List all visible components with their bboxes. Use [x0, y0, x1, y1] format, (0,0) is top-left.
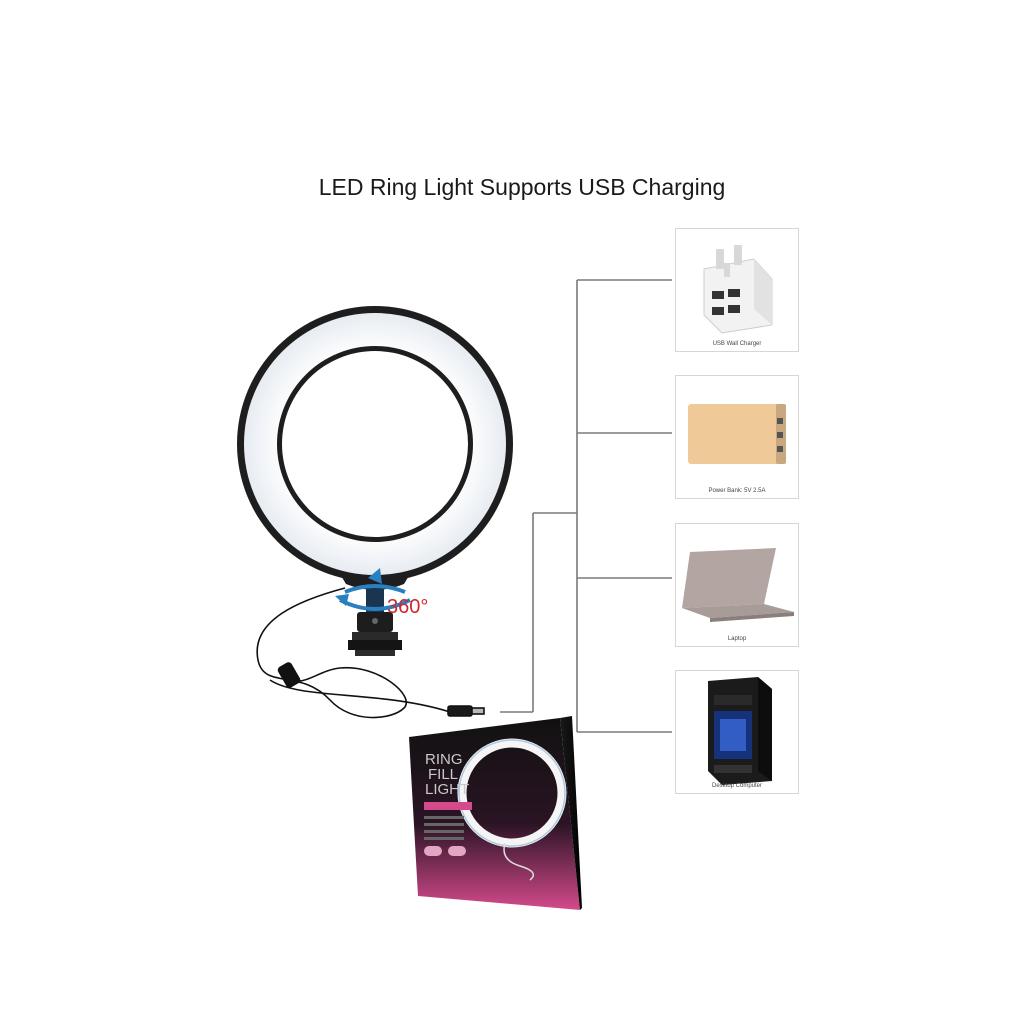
device-caption: Power Bank: 5V 2.5A	[708, 488, 766, 494]
package-title-line-3: LIGHT	[425, 781, 470, 798]
device-card-usb-wall-charger: USB Wall Charger	[675, 228, 799, 352]
rotation-label: 360°	[387, 596, 429, 618]
power-bank-icon	[688, 404, 786, 464]
device-card-desktop-computer: Desktop Computer	[675, 670, 799, 794]
device-card-power-bank: Power Bank: 5V 2.5A	[675, 375, 799, 499]
connector-lines	[500, 279, 672, 733]
product-package-box	[409, 716, 582, 910]
laptop-icon	[682, 548, 794, 622]
ring-light	[237, 306, 513, 582]
device-caption: USB Wall Charger	[712, 341, 762, 347]
package-title-line-2: FILL	[428, 766, 459, 783]
package-title-line-1: RING	[425, 751, 463, 768]
rotation-arrow-icon	[335, 568, 411, 611]
device-card-laptop: Laptop	[675, 523, 799, 647]
usb-wall-charger-icon	[703, 245, 773, 334]
usb-cable	[256, 587, 485, 719]
page-title: LED Ring Light Supports USB Charging	[318, 174, 726, 200]
device-caption: Desktop Computer	[711, 783, 763, 789]
device-caption: Laptop	[727, 636, 747, 642]
desktop-computer-icon	[708, 677, 772, 785]
